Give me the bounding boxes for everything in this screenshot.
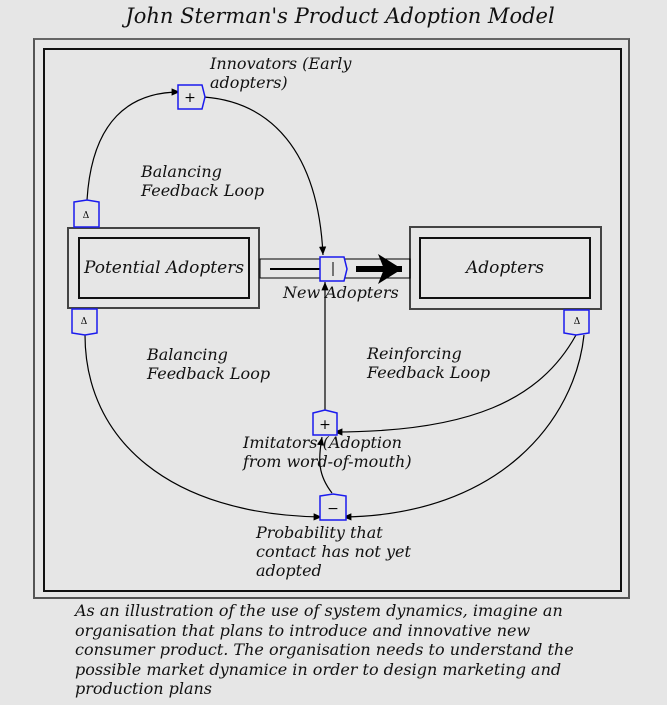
potential-adopters-bottom-connector: Δ [71,308,98,336]
adopters-label: Adopters [465,258,545,278]
plus-icon: + [184,90,196,106]
balancing-loop-top-label: Balancing Feedback Loop [141,162,265,200]
link-adopters-to-probability [342,334,585,521]
delta-icon: Δ [574,317,581,327]
adopters-bottom-connector: Δ [563,309,590,336]
innovators-node: + [177,84,206,110]
innovators-label: Innovators (Early adopters) [210,54,352,92]
probability-node: − [319,493,347,521]
potential-adopters-stock[interactable] [67,227,260,309]
link-probability-to-imitators [317,436,333,494]
diagram-title: John Sterman's Product Adoption Model [125,4,555,28]
plus-icon: + [319,417,331,433]
diagram-frame-inner [43,48,622,592]
diagram-frame-outer [33,38,630,599]
reinforcing-loop-label: Reinforcing Feedback Loop [367,344,491,382]
delta-icon: Δ [81,317,88,327]
potential-adopters-label-box[interactable]: Potential Adopters [78,237,250,299]
potential-adopters-top-connector: Δ [73,199,100,228]
balancing-loop-bottom-label: Balancing Feedback Loop [147,345,271,383]
link-innovators-to-new-adopters [203,96,327,256]
probability-label: Probability that contact has not yet ado… [256,523,411,580]
adopters-label-box[interactable]: Adopters [419,237,591,299]
imitators-label: Imitators (Adoption from word-of-mouth) [243,433,412,471]
delta-icon: Δ [83,211,90,221]
link-potential-to-innovators [86,88,181,201]
link-potential-to-probability [84,334,323,521]
link-adopters-to-imitators [333,334,577,436]
new-adopters-label: New Adopters [283,283,399,302]
caption: As an illustration of the use of system … [75,601,574,698]
minus-icon: − [327,501,339,517]
potential-adopters-label: Potential Adopters [83,258,245,278]
new-adopters-valve [319,256,348,282]
imitators-node: + [312,409,338,436]
